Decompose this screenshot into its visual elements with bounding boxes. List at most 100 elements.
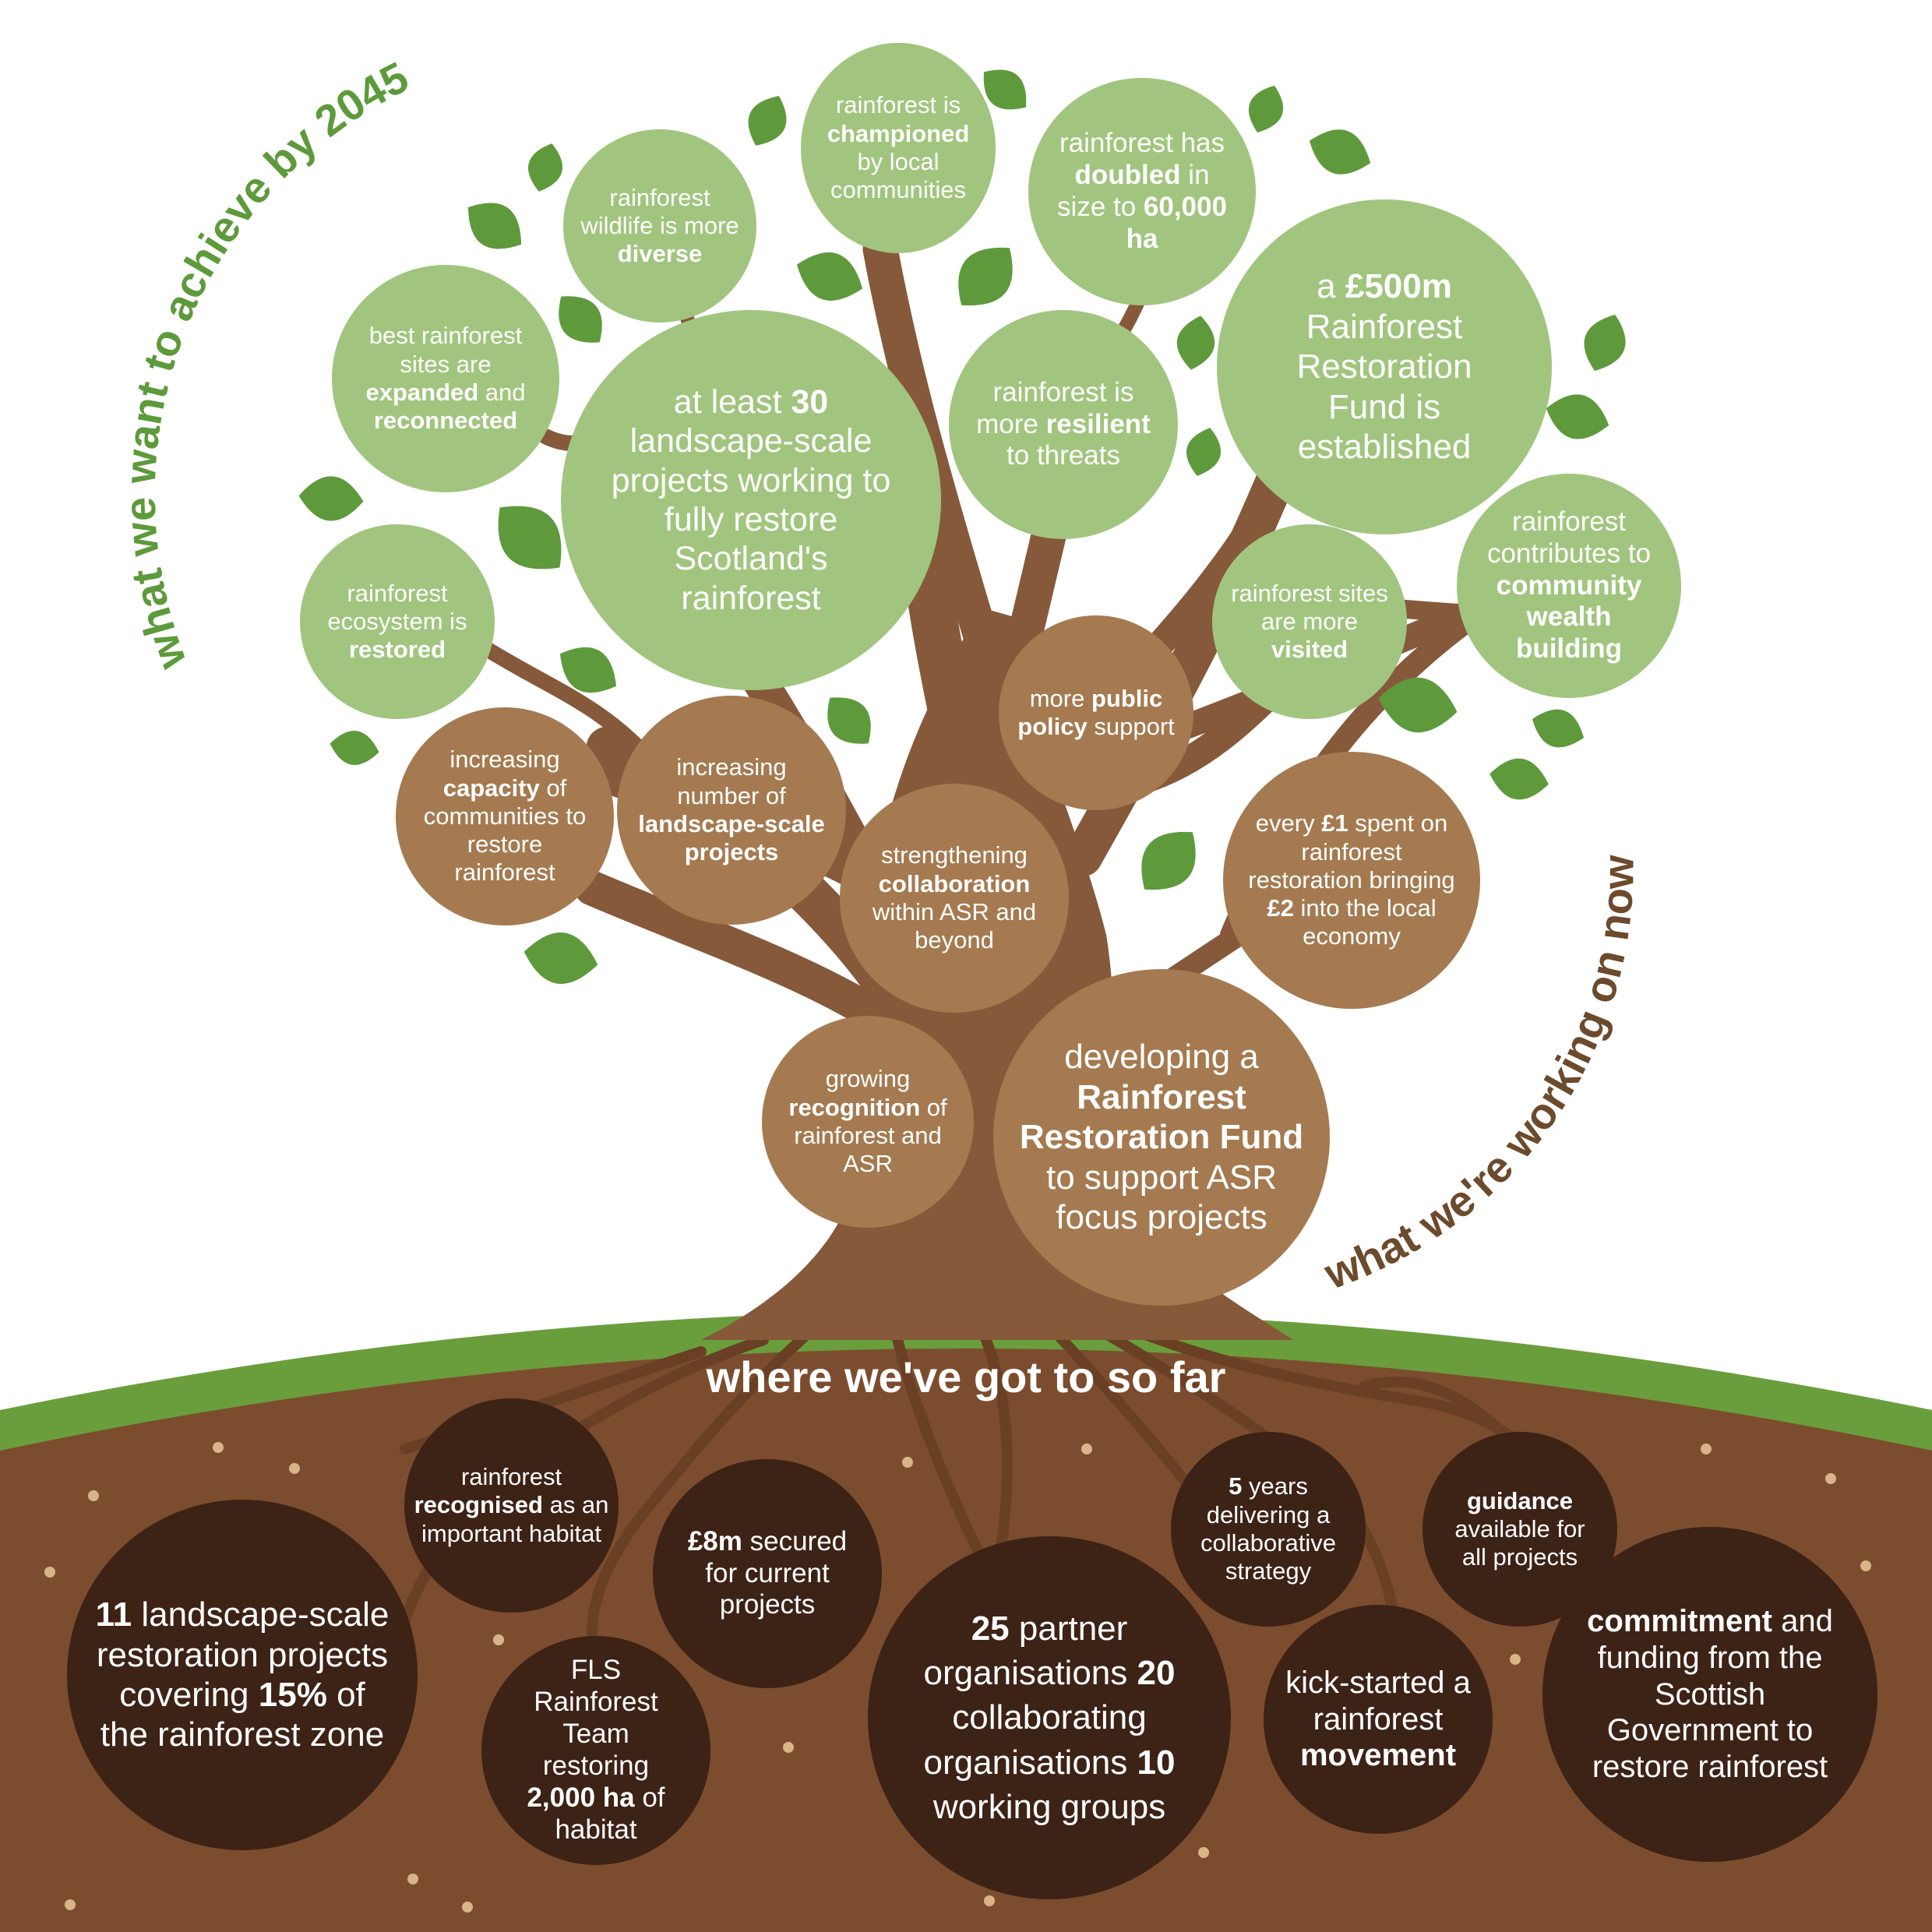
emphasis-text: public policy bbox=[1017, 684, 1163, 740]
goal-diverse-wildlife: rainforest wildlife is more diverse bbox=[563, 129, 756, 323]
body-text: rainforest ecosystem is bbox=[327, 579, 467, 635]
body-text: growing bbox=[825, 1065, 911, 1093]
body-text: rainforest has bbox=[1059, 128, 1225, 159]
body-text: support bbox=[1087, 713, 1175, 740]
body-text: increasing bbox=[450, 746, 560, 774]
body-text: rainforest sites are more bbox=[1231, 579, 1388, 635]
emphasis-text: capacity bbox=[442, 774, 540, 802]
emphasis-text: diverse bbox=[617, 240, 703, 268]
emphasis-text: community wealth building bbox=[1496, 569, 1642, 665]
emphasis-text: £1 bbox=[1321, 809, 1349, 837]
emphasis-text: £8m bbox=[687, 1525, 742, 1557]
work-public-policy: more public policy support bbox=[999, 615, 1193, 810]
achievement-recognised-habitat: rainforest recognised as an important ha… bbox=[404, 1398, 619, 1613]
body-text: secured for current projects bbox=[705, 1525, 848, 1620]
emphasis-text: visited bbox=[1271, 636, 1349, 664]
emphasis-text: reconnected bbox=[373, 407, 518, 435]
body-text: to support ASR focus projects bbox=[1046, 1158, 1277, 1237]
body-text: landscape-scale restoration projects cov… bbox=[96, 1595, 390, 1714]
body-text: to threats bbox=[1007, 440, 1120, 471]
emphasis-text: expanded bbox=[365, 379, 479, 406]
emphasis-text: 10 bbox=[1137, 1743, 1176, 1782]
body-text: more bbox=[1029, 684, 1091, 712]
emphasis-text: 60,000 ha bbox=[1126, 192, 1227, 254]
emphasis-text: 30 bbox=[791, 383, 829, 421]
body-text: rainforest is more bbox=[976, 376, 1134, 439]
work-recognition: growing recognition of rainforest and AS… bbox=[762, 1016, 974, 1228]
achievement-partners: 25 partner organisations 20 collaboratin… bbox=[868, 1536, 1231, 1899]
emphasis-text: championed bbox=[827, 119, 970, 147]
work-landscape-projects: increasing number of landscape-scale pro… bbox=[617, 696, 846, 925]
emphasis-text: £2 bbox=[1267, 894, 1294, 922]
goal-doubled: rainforest has doubled in size to 60,000… bbox=[1028, 78, 1256, 305]
work-collaboration: strengthening collaboration within ASR a… bbox=[840, 784, 1069, 1013]
body-text: partner organisations bbox=[923, 1609, 1137, 1693]
work-every-pound: every £1 spent on rainforest restoration… bbox=[1223, 752, 1480, 1009]
leaves bbox=[298, 69, 1626, 984]
body-text: kick-started a rainforest bbox=[1285, 1665, 1471, 1736]
body-text: working groups bbox=[933, 1787, 1166, 1826]
emphasis-text: 5 bbox=[1229, 1472, 1243, 1500]
body-text: years delivering a collaborative strateg… bbox=[1200, 1472, 1337, 1585]
achievement-11-projects: 11 landscape-scale restoration projects … bbox=[67, 1500, 418, 1850]
body-text: within ASR and beyond bbox=[872, 898, 1037, 954]
emphasis-text: guidance bbox=[1466, 1486, 1574, 1514]
emphasis-text: resilient bbox=[1045, 408, 1151, 439]
goal-expanded-reconnected: best rainforest sites are expanded and r… bbox=[332, 265, 559, 492]
emphasis-text: 20 bbox=[1137, 1654, 1176, 1693]
body-text: of habitat bbox=[555, 1782, 665, 1845]
body-text: rainforest wildlife is more bbox=[580, 183, 739, 239]
body-text: rainforest contributes to bbox=[1486, 506, 1652, 569]
body-text: into the local economy bbox=[1293, 894, 1437, 950]
achievement-8m-secured: £8m secured for current projects bbox=[653, 1459, 882, 1688]
emphasis-text: Rainforest Restoration Fund bbox=[1019, 1077, 1304, 1157]
body-text: at least bbox=[673, 383, 791, 421]
body-text: landscape-scale projects working to full… bbox=[611, 422, 891, 617]
emphasis-text: 11 bbox=[95, 1595, 132, 1634]
body-text: as an important habitat bbox=[421, 1491, 609, 1547]
body-text: Rainforest Restoration Fund is establish… bbox=[1296, 307, 1472, 467]
emphasis-text: movement bbox=[1299, 1738, 1457, 1773]
achievement-fls-team: FLS Rainforest Team restoring 2,000 ha o… bbox=[481, 1636, 710, 1865]
emphasis-text: doubled bbox=[1074, 160, 1181, 191]
body-text: of rainforest and ASR bbox=[794, 1093, 947, 1178]
goal-championed: rainforest is championed by local commun… bbox=[801, 43, 996, 253]
emphasis-text: collaboration bbox=[878, 869, 1031, 897]
work-community-capacity: increasing capacity of communities to re… bbox=[396, 707, 614, 925]
body-text: FLS Rainforest Team restoring bbox=[534, 1655, 658, 1781]
goal-500m-fund: a £500m Rainforest Restoration Fund is e… bbox=[1217, 199, 1552, 534]
achievement-movement: kick-started a rainforest movement bbox=[1264, 1605, 1493, 1834]
body-text: a bbox=[1317, 267, 1345, 306]
goal-more-visited: rainforest sites are more visited bbox=[1212, 524, 1407, 719]
emphasis-text: 15% bbox=[258, 1676, 327, 1714]
body-text: every bbox=[1255, 809, 1322, 837]
body-text: best rainforest sites are bbox=[368, 322, 523, 378]
body-text: by local communities bbox=[830, 148, 966, 204]
body-text: of the rainforest zone bbox=[100, 1676, 385, 1754]
emphasis-text: 25 bbox=[971, 1609, 1010, 1648]
emphasis-text: recognition bbox=[788, 1093, 921, 1121]
emphasis-text: recognised bbox=[414, 1491, 543, 1519]
body-text: developing a bbox=[1064, 1038, 1259, 1077]
goal-30-projects: at least 30 landscape-scale projects wor… bbox=[561, 310, 941, 690]
goal-resilient: rainforest is more resilient to threats bbox=[949, 310, 1178, 539]
body-text: available for all projects bbox=[1454, 1514, 1585, 1571]
emphasis-text: commitment bbox=[1587, 1604, 1772, 1638]
body-text: of communities to restore rainforest bbox=[423, 774, 587, 887]
body-text: and bbox=[478, 379, 526, 406]
achievement-guidance: guidance available for all projects bbox=[1423, 1432, 1617, 1627]
emphasis-text: restored bbox=[348, 636, 446, 664]
work-restoration-fund: developing a Rainforest Restoration Fund… bbox=[993, 969, 1330, 1306]
body-text: in size to bbox=[1057, 160, 1210, 222]
goal-ecosystem-restored: rainforest ecosystem is restored bbox=[300, 524, 495, 719]
body-text: increasing number of bbox=[676, 753, 787, 809]
body-text: spent on rainforest restoration bringing bbox=[1248, 809, 1455, 894]
goal-community-wealth: rainforest contributes to community weal… bbox=[1457, 474, 1681, 698]
achievement-scottish-government: commitment and funding from the Scottish… bbox=[1542, 1527, 1877, 1862]
body-text: strengthening bbox=[881, 841, 1028, 869]
achievement-5-years: 5 years delivering a collaborative strat… bbox=[1171, 1432, 1366, 1627]
emphasis-text: landscape-scale projects bbox=[638, 810, 825, 866]
past-heading: where we've got to so far bbox=[706, 1352, 1226, 1401]
body-text: rainforest is bbox=[835, 91, 961, 119]
